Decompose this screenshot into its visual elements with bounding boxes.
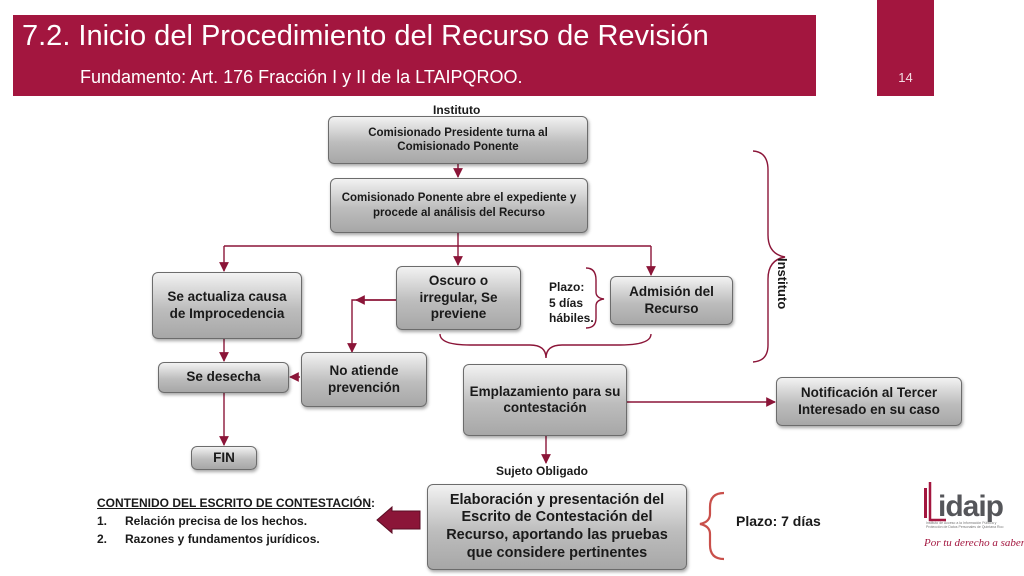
label-plazo-7-dias: Plazo: 7 días <box>736 513 821 529</box>
contenido-item-number: 2. <box>97 532 108 546</box>
brace-plazo7 <box>699 491 725 561</box>
node-oscuro-irregular: Oscuro o irregular, Se previene <box>396 266 521 330</box>
node-notificacion: Notificación al Tercer Interesado en su … <box>776 377 962 426</box>
node-admision: Admisión del Recurso <box>610 276 733 325</box>
contenido-item-text: Relación precisa de los hechos. <box>125 514 308 528</box>
contenido-item: 1. Relación precisa de los hechos. <box>97 514 375 528</box>
logo-word: idaip <box>938 490 1004 523</box>
logo-institution-text: Instituto de Acceso a la Información Púb… <box>926 521 1004 529</box>
header-bar <box>13 15 816 96</box>
node-se-desecha: Se desecha <box>158 362 289 393</box>
connector-oscuro-noatiende <box>347 299 396 353</box>
logo-tagline: Por tu derecho a saber <box>924 537 1024 549</box>
contenido-escrito: CONTENIDO DEL ESCRITO DE CONTESTACIÓN: 1… <box>97 496 375 546</box>
brace-plazo5 <box>585 267 605 329</box>
slide-subtitle: Fundamento: Art. 176 Fracción I y II de … <box>80 67 523 87</box>
contenido-heading-row: CONTENIDO DEL ESCRITO DE CONTESTACIÓN: <box>97 496 375 510</box>
contenido-item-number: 1. <box>97 514 108 528</box>
brace-instituto <box>752 150 786 363</box>
contenido-heading: CONTENIDO DEL ESCRITO DE CONTESTACIÓN <box>97 496 372 510</box>
node-elaboracion: Elaboración y presentación del Escrito d… <box>427 484 687 570</box>
node-turna: Comisionado Presidente turna al Comision… <box>328 116 588 164</box>
brace-join <box>439 333 652 359</box>
page-number: 14 <box>898 70 913 85</box>
label-sujeto-obligado: Sujeto Obligado <box>496 464 588 478</box>
contenido-item: 2. Razones y fundamentos jurídicos. <box>97 532 375 546</box>
logo-frame-icon <box>924 482 946 522</box>
arrow-contestacion <box>376 505 421 535</box>
node-emplazamiento: Emplazamiento para su contestación <box>463 364 627 436</box>
node-no-atiende: No atiende prevención <box>301 352 427 407</box>
node-fin: FIN <box>191 446 257 470</box>
plazo-5-line: hábiles. <box>549 311 594 326</box>
page-number-tab <box>877 0 934 96</box>
slide-title: 7.2. Inicio del Procedimiento del Recurs… <box>22 20 709 52</box>
label-plazo-5-dias: Plazo: 5 días hábiles. <box>549 280 594 327</box>
idaip-logo: idaip Instituto de Acceso a la Informaci… <box>922 476 1024 556</box>
plazo-5-line: Plazo: <box>549 280 585 294</box>
label-instituto-side: Instituto <box>775 258 790 310</box>
contenido-colon: : <box>371 496 376 510</box>
node-improcedencia: Se actualiza causa de Improcedencia <box>152 272 302 339</box>
plazo-5-line: 5 días <box>549 295 584 310</box>
label-instituto-top: Instituto <box>433 103 481 117</box>
contenido-item-text: Razones y fundamentos jurídicos. <box>125 532 320 546</box>
node-abre-expediente: Comisionado Ponente abre el expediente y… <box>330 178 588 233</box>
